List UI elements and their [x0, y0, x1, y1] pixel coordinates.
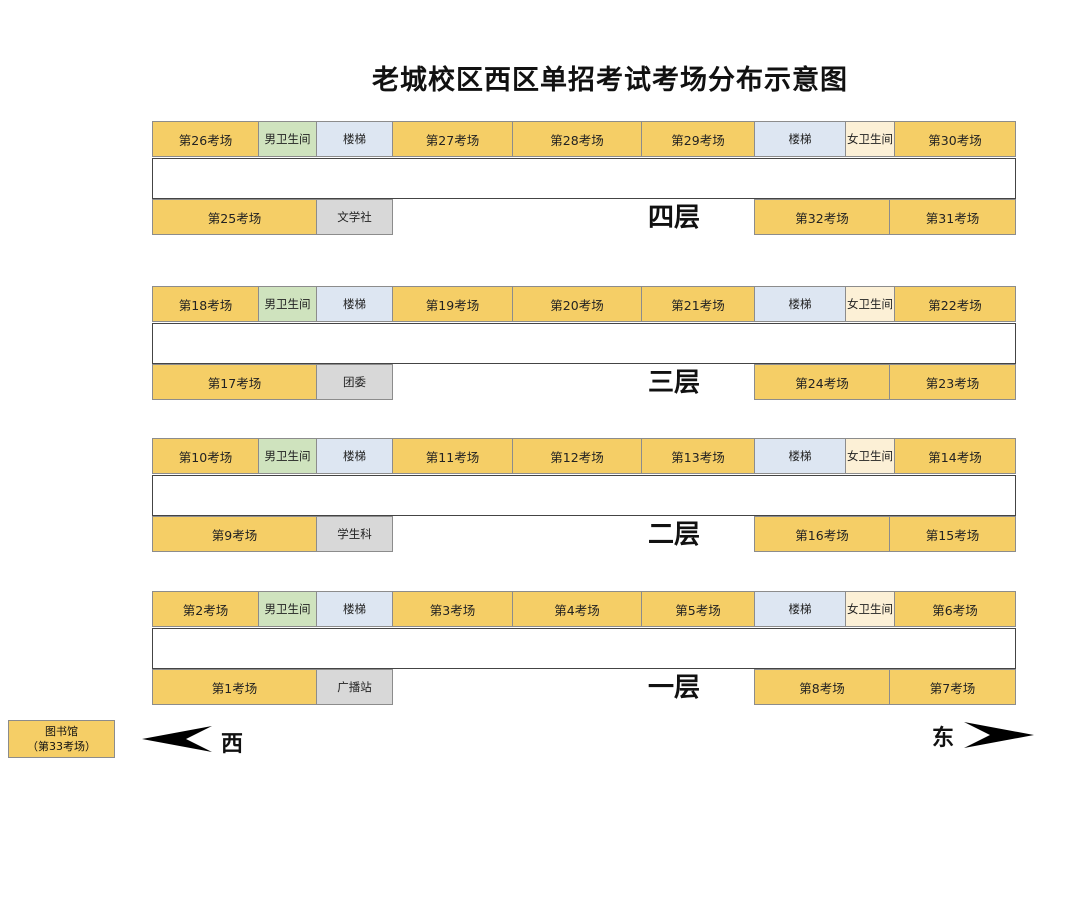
- stairs-east: 楼梯: [754, 438, 846, 474]
- west-label: 西: [221, 732, 244, 757]
- floor-3: 第18考场 男卫生间 楼梯 第19考场 第20考场 第21考场 楼梯 女卫生间 …: [152, 286, 1016, 402]
- east-arrow-icon: [964, 722, 1034, 748]
- women-toilet: 女卫生间: [845, 438, 895, 474]
- office-student-affairs: 学生科: [316, 516, 393, 552]
- men-toilet: 男卫生间: [258, 121, 317, 157]
- men-toilet: 男卫生间: [258, 591, 317, 627]
- exam-room-1: 第1考场: [152, 669, 317, 705]
- men-toilet: 男卫生间: [258, 286, 317, 322]
- women-toilet: 女卫生间: [845, 286, 895, 322]
- exam-room-27: 第27考场: [392, 121, 513, 157]
- women-toilet: 女卫生间: [845, 121, 895, 157]
- exam-room-16: 第16考场: [754, 516, 890, 552]
- stairs-west: 楼梯: [316, 438, 393, 474]
- exam-room-29: 第29考场: [641, 121, 755, 157]
- corridor: [152, 158, 1016, 199]
- exam-room-20: 第20考场: [512, 286, 642, 322]
- library-box: 图书馆 （第33考场）: [8, 720, 115, 758]
- exam-room-5: 第5考场: [641, 591, 755, 627]
- exam-room-11: 第11考场: [392, 438, 513, 474]
- exam-room-17: 第17考场: [152, 364, 317, 400]
- stairs-east: 楼梯: [754, 121, 846, 157]
- floor-label: 二层: [647, 520, 700, 550]
- office-youth-league: 团委: [316, 364, 393, 400]
- corridor: [152, 323, 1016, 364]
- women-toilet: 女卫生间: [845, 591, 895, 627]
- exam-room-30: 第30考场: [894, 121, 1016, 157]
- exam-room-26: 第26考场: [152, 121, 259, 157]
- exam-room-24: 第24考场: [754, 364, 890, 400]
- exam-room-10: 第10考场: [152, 438, 259, 474]
- library-note: （第33考场）: [27, 740, 96, 753]
- stairs-east: 楼梯: [754, 286, 846, 322]
- exam-room-12: 第12考场: [512, 438, 642, 474]
- exam-room-13: 第13考场: [641, 438, 755, 474]
- exam-room-2: 第2考场: [152, 591, 259, 627]
- exam-room-19: 第19考场: [392, 286, 513, 322]
- exam-room-23: 第23考场: [889, 364, 1016, 400]
- exam-room-4: 第4考场: [512, 591, 642, 627]
- office-literature-club: 文学社: [316, 199, 393, 235]
- exam-room-31: 第31考场: [889, 199, 1016, 235]
- corridor: [152, 475, 1016, 516]
- stairs-west: 楼梯: [316, 286, 393, 322]
- floor-label: 四层: [647, 203, 700, 233]
- exam-room-28: 第28考场: [512, 121, 642, 157]
- exam-room-15: 第15考场: [889, 516, 1016, 552]
- stairs-west: 楼梯: [316, 591, 393, 627]
- exam-room-21: 第21考场: [641, 286, 755, 322]
- stairs-east: 楼梯: [754, 591, 846, 627]
- exam-room-7: 第7考场: [889, 669, 1016, 705]
- page-title: 老城校区西区单招考试考场分布示意图: [372, 65, 848, 96]
- exam-room-3: 第3考场: [392, 591, 513, 627]
- exam-room-25: 第25考场: [152, 199, 317, 235]
- stairs-west: 楼梯: [316, 121, 393, 157]
- floor-label: 一层: [647, 673, 700, 703]
- west-arrow-icon: [142, 726, 212, 752]
- east-label: 东: [932, 726, 955, 751]
- floor-1: 第2考场 男卫生间 楼梯 第3考场 第4考场 第5考场 楼梯 女卫生间 第6考场…: [152, 591, 1016, 707]
- exam-room-8: 第8考场: [754, 669, 890, 705]
- men-toilet: 男卫生间: [258, 438, 317, 474]
- library-name: 图书馆: [45, 725, 78, 738]
- office-broadcast-station: 广播站: [316, 669, 393, 705]
- exam-room-6: 第6考场: [894, 591, 1016, 627]
- exam-room-9: 第9考场: [152, 516, 317, 552]
- exam-room-22: 第22考场: [894, 286, 1016, 322]
- corridor: [152, 628, 1016, 669]
- exam-room-32: 第32考场: [754, 199, 890, 235]
- floor-2: 第10考场 男卫生间 楼梯 第11考场 第12考场 第13考场 楼梯 女卫生间 …: [152, 438, 1016, 554]
- exam-room-14: 第14考场: [894, 438, 1016, 474]
- floor-label: 三层: [647, 368, 700, 398]
- floor-4: 第26考场 男卫生间 楼梯 第27考场 第28考场 第29考场 楼梯 女卫生间 …: [152, 121, 1016, 237]
- exam-room-18: 第18考场: [152, 286, 259, 322]
